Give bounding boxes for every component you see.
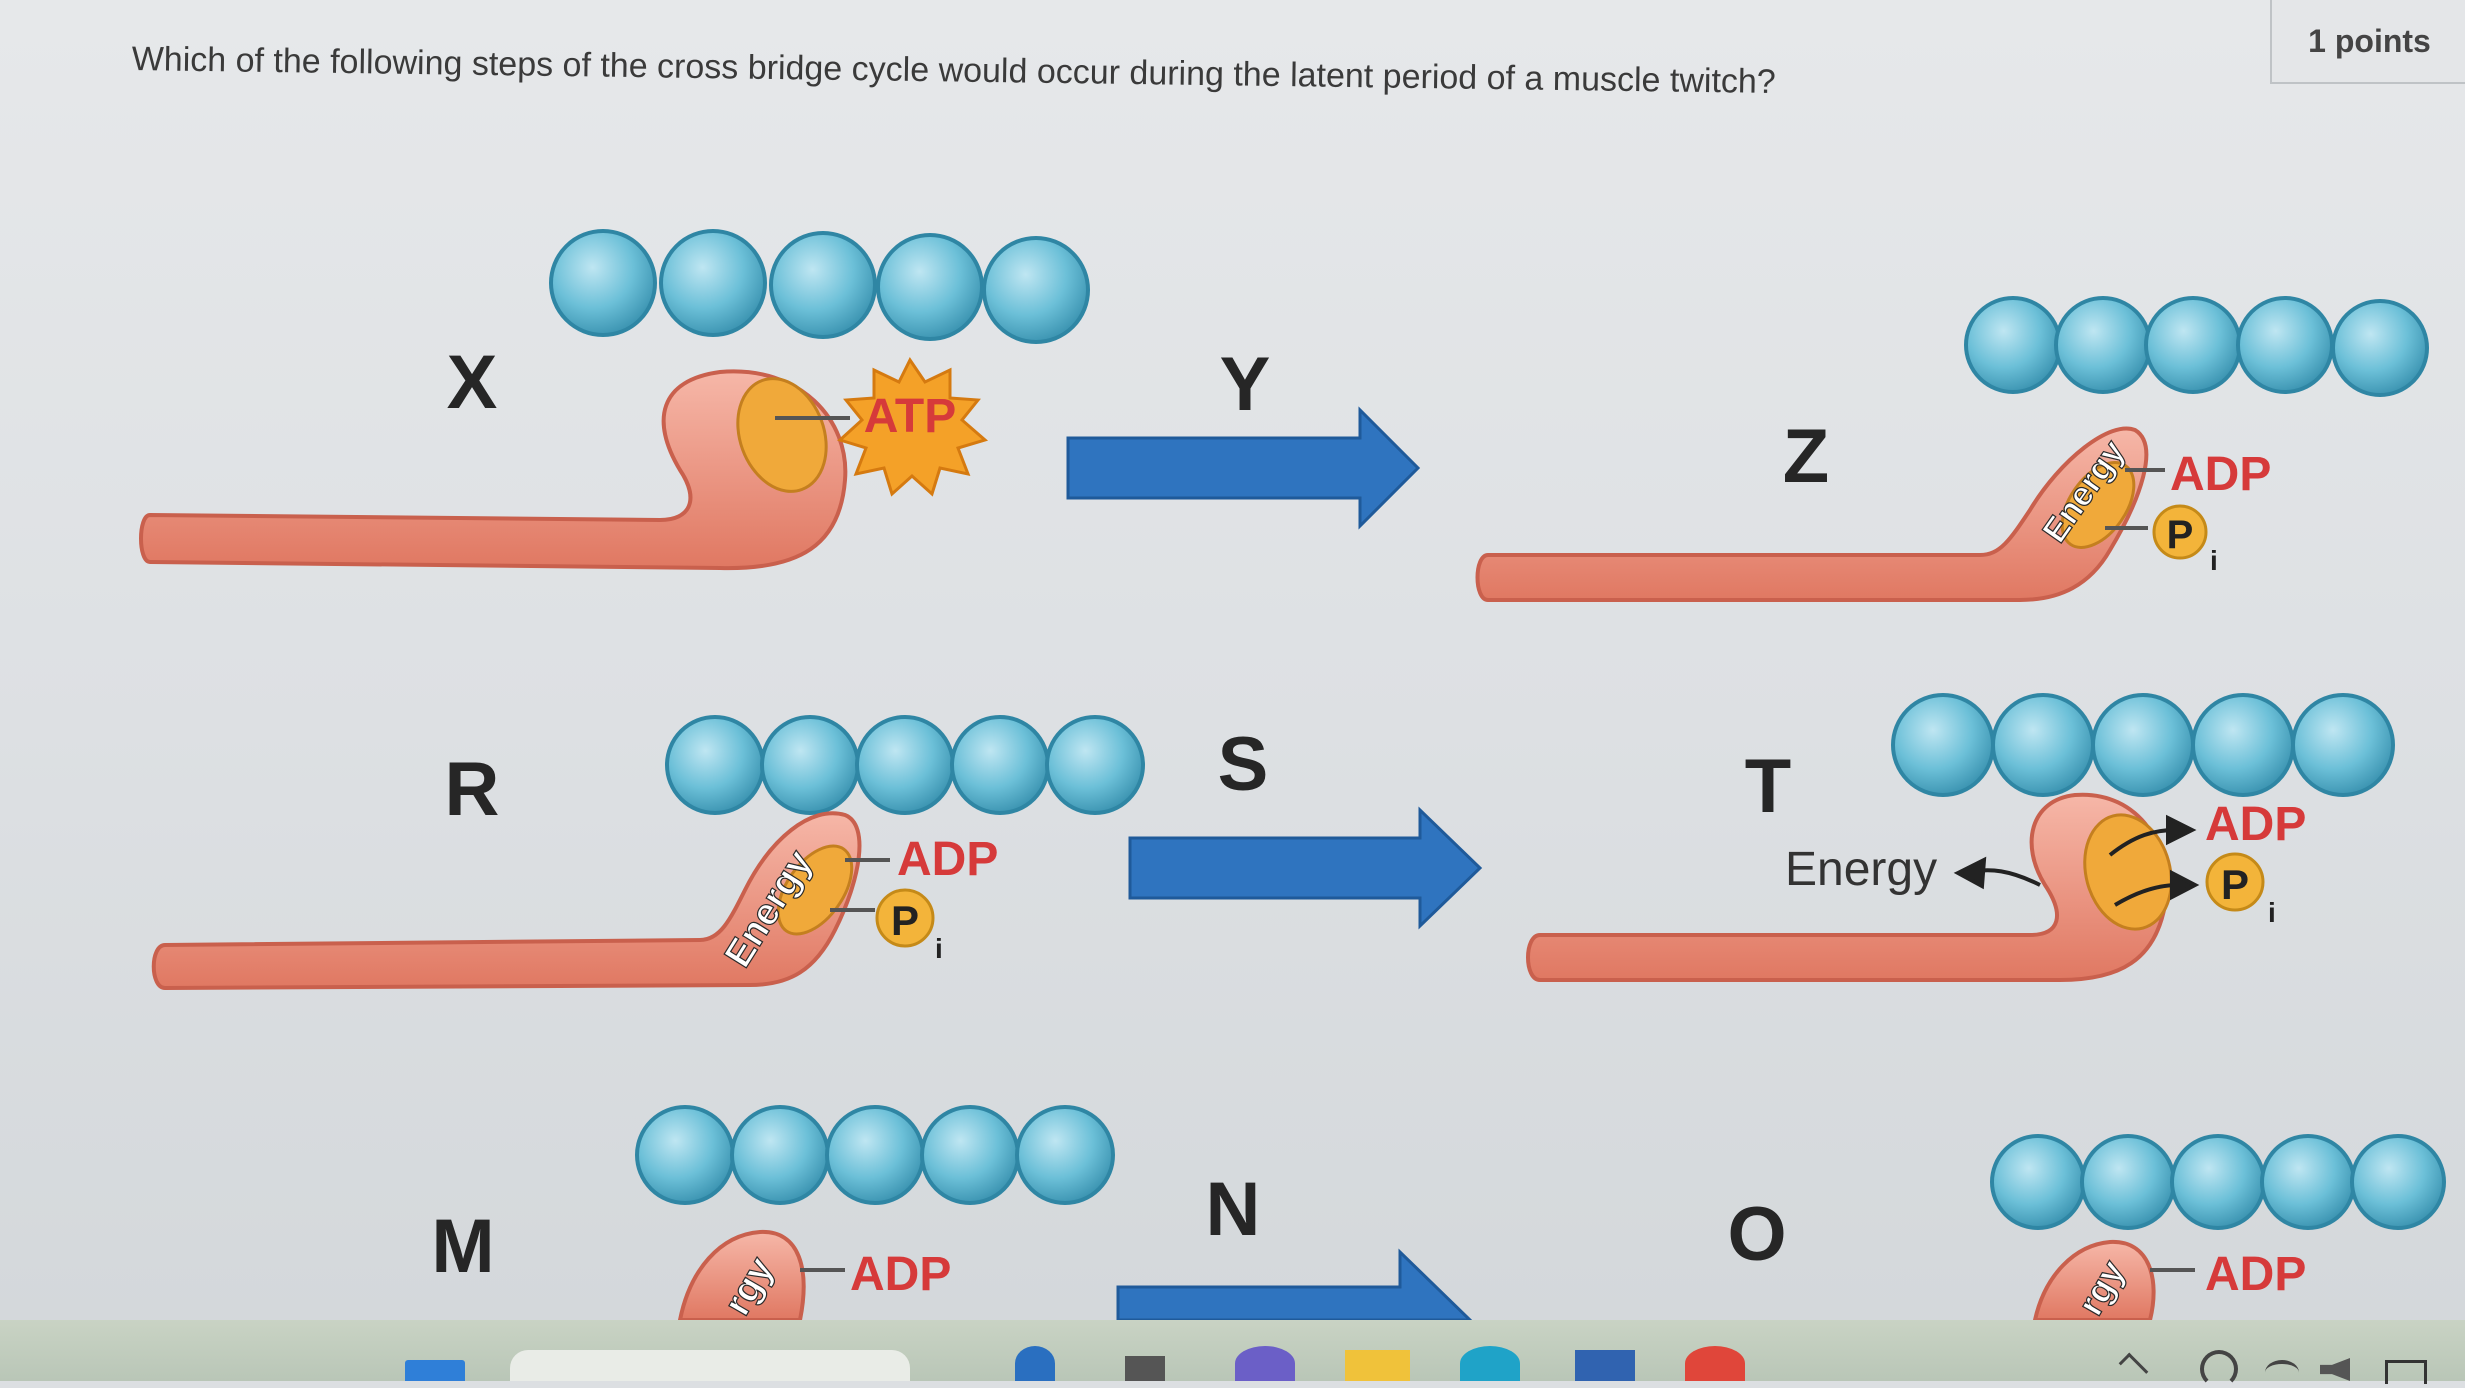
points-badge: 1 points bbox=[2270, 0, 2465, 84]
release-arrows-icon bbox=[2108, 814, 2200, 907]
adp-label-o: ADP bbox=[2205, 1248, 2306, 1301]
phosphate-icon-z: P i bbox=[2152, 504, 2218, 576]
volume-icon[interactable] bbox=[2320, 1358, 2350, 1381]
step-label-r: R bbox=[445, 747, 500, 832]
step-label-t: T bbox=[1745, 744, 1791, 829]
phosphate-icon-t: P i bbox=[2205, 852, 2276, 928]
myosin-head-t bbox=[1526, 792, 2173, 982]
adp-label-z: ADP bbox=[2170, 448, 2271, 501]
start-menu-icon[interactable] bbox=[405, 1360, 465, 1381]
svg-text:i: i bbox=[2210, 545, 2218, 576]
myosin-head-m: rgy bbox=[677, 1229, 845, 1320]
actin-filament-m bbox=[635, 1105, 1115, 1205]
taskbar bbox=[0, 1320, 2465, 1388]
step-label-n: N bbox=[1206, 1167, 1261, 1252]
battery-icon[interactable] bbox=[2385, 1360, 2427, 1384]
svg-text:i: i bbox=[935, 933, 943, 964]
edge-icon[interactable] bbox=[1460, 1346, 1520, 1381]
chevron-up-icon[interactable] bbox=[2118, 1352, 2149, 1383]
phosphate-icon-r: P i bbox=[875, 888, 943, 964]
actin-filament-x bbox=[549, 229, 1090, 344]
step-label-x: X bbox=[447, 340, 498, 425]
adp-label-t: ADP bbox=[2205, 798, 2306, 851]
atp-label: ATP bbox=[864, 390, 956, 443]
svg-text:P: P bbox=[2167, 513, 2194, 557]
actin-filament-o bbox=[1990, 1134, 2446, 1230]
store-icon[interactable] bbox=[1575, 1350, 1635, 1381]
step-label-y: Y bbox=[1220, 342, 1271, 427]
step-label-s: S bbox=[1218, 722, 1269, 807]
step-label-z: Z bbox=[1783, 414, 1829, 499]
step-label-m: M bbox=[431, 1204, 494, 1289]
arrow-r-to-t bbox=[1128, 806, 1483, 930]
energy-release-arrow-icon bbox=[1953, 856, 2041, 890]
cross-bridge-diagram: ATP X Y Z Energy ADP P i R bbox=[139, 229, 2446, 1320]
step-label-o: O bbox=[1727, 1192, 1786, 1277]
page: Which of the following steps of the cros… bbox=[0, 0, 2465, 1320]
myosin-head-r: Energy bbox=[151, 811, 890, 991]
refresh-icon[interactable] bbox=[2200, 1350, 2238, 1388]
task-view-icon[interactable] bbox=[1015, 1346, 1055, 1381]
atp-burst-icon: ATP bbox=[837, 357, 989, 497]
myosin-head-o: rgy bbox=[2032, 1239, 2195, 1320]
actin-filament-z bbox=[1964, 296, 2429, 397]
adp-label-m: ADP bbox=[850, 1248, 951, 1301]
actin-filament-r bbox=[665, 715, 1145, 815]
arrow-x-to-z bbox=[1066, 406, 1421, 530]
arrow-m-to-o bbox=[1116, 1248, 1473, 1320]
adp-label-r: ADP bbox=[897, 833, 998, 886]
svg-text:i: i bbox=[2268, 897, 2276, 928]
myosin-head-x bbox=[139, 369, 850, 571]
search-bar[interactable] bbox=[510, 1350, 910, 1381]
actin-filament-t bbox=[1891, 693, 2395, 797]
svg-text:P: P bbox=[2221, 861, 2249, 908]
chrome-icon[interactable] bbox=[1685, 1346, 1745, 1381]
wifi-icon[interactable] bbox=[2265, 1360, 2299, 1385]
energy-label-t: Energy bbox=[1785, 843, 1937, 896]
file-explorer-icon[interactable] bbox=[1345, 1350, 1410, 1381]
teams-icon[interactable] bbox=[1235, 1346, 1295, 1381]
svg-text:P: P bbox=[891, 897, 919, 944]
widgets-icon[interactable] bbox=[1125, 1356, 1165, 1381]
